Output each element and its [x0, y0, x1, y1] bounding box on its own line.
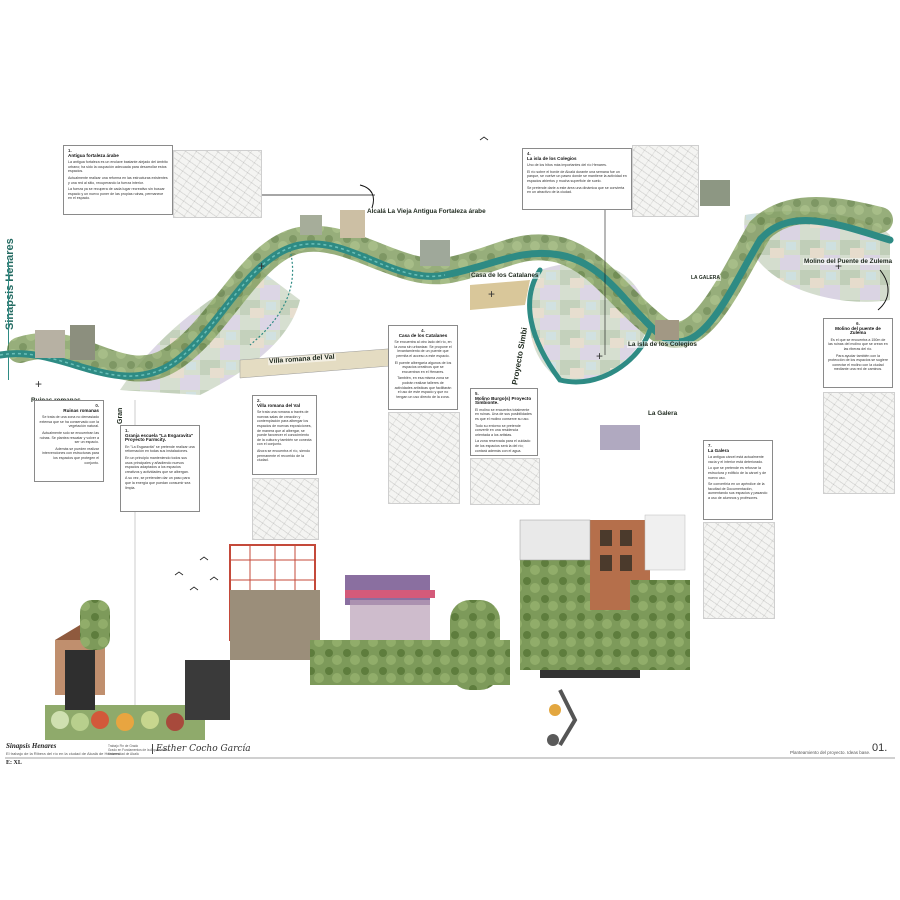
card-catalanes: 4. Casa de los Catalanes Se encuentra al… — [388, 325, 458, 410]
plus-marker-colegios: + — [596, 349, 604, 363]
plus-marker-catalanes: + — [488, 287, 496, 301]
vegetation-band — [7, 197, 893, 382]
leader-zulema-arrow — [877, 269, 889, 311]
plus-marker-zulema: + — [835, 259, 843, 273]
card-granja: 1. Granja escuela "La Esgaravita" Proyec… — [120, 425, 200, 512]
label-alcala: Alcalá La Vieja Antigua Fortaleza árabe — [366, 208, 487, 215]
card-ruinas: 0. Ruinas romanas Se trata de una zona n… — [34, 400, 104, 482]
footer-page-number: 01. — [872, 742, 888, 754]
river-main — [0, 217, 894, 380]
label-casa-catalanes: Casa de los Catalanes — [470, 272, 540, 279]
label-galera-lower: La Galera — [647, 410, 679, 417]
river-branch — [527, 267, 653, 385]
card-zulema: 6. Molino del puente de Zulema Es el que… — [823, 318, 893, 388]
footer-right-title: Planteamiento del proyecto. Ideas base. — [790, 750, 871, 755]
footer-project-subtitle: El trabajo de la Ribera del río en la ci… — [6, 751, 120, 756]
footer-small-info: Trabajo Fin de Grado Grado en Fundamento… — [108, 744, 168, 756]
label-molino-zulema: Molino del Puente de Zulema — [803, 258, 894, 265]
river-highlight — [0, 243, 446, 377]
label-galera-upper: LA GALERA — [690, 275, 721, 281]
sketch-colegios — [632, 145, 699, 217]
sketch-catalanes — [388, 412, 460, 504]
plus-marker-ruinas: + — [35, 377, 43, 391]
card-fortaleza: 1. Antigua fortaleza árabe La antigua fo… — [63, 145, 173, 215]
label-granja: Gran — [117, 406, 124, 425]
river-dotted-path — [249, 249, 294, 346]
card-num: 1. — [68, 148, 72, 153]
sketch-villa — [252, 478, 319, 540]
card-villa: 2. Villa romana del Val Se trata una rom… — [252, 395, 317, 475]
label-isla-colegios: La isla de los Colegios — [627, 341, 698, 348]
sidebar-marker — [8, 260, 15, 380]
sketch-burgos — [470, 458, 540, 505]
card-burgos: 5. Molino Burgo(s) Proyecto Simbionte. E… — [470, 388, 538, 456]
sketch-zulema — [823, 392, 895, 494]
land-fields — [470, 280, 530, 310]
footer-scale: E: XL — [6, 760, 22, 766]
card-colegios: 4. La isla de los Colegios Uno de los hi… — [522, 148, 632, 210]
land-east — [744, 211, 890, 302]
sketch-galera — [703, 522, 775, 619]
footer-project-title: Sinapsis Henares — [6, 742, 57, 750]
plus-marker-fortaleza: + — [258, 259, 266, 273]
sketch-fortaleza — [173, 150, 262, 218]
card-title: Antigua fortaleza árabe — [68, 152, 119, 158]
card-galera: 7. La Galera La antigua cárcel está actu… — [703, 440, 773, 520]
footer-signature: Esther Cocho García — [152, 744, 251, 754]
leader-fortaleza-arrow — [359, 184, 374, 209]
